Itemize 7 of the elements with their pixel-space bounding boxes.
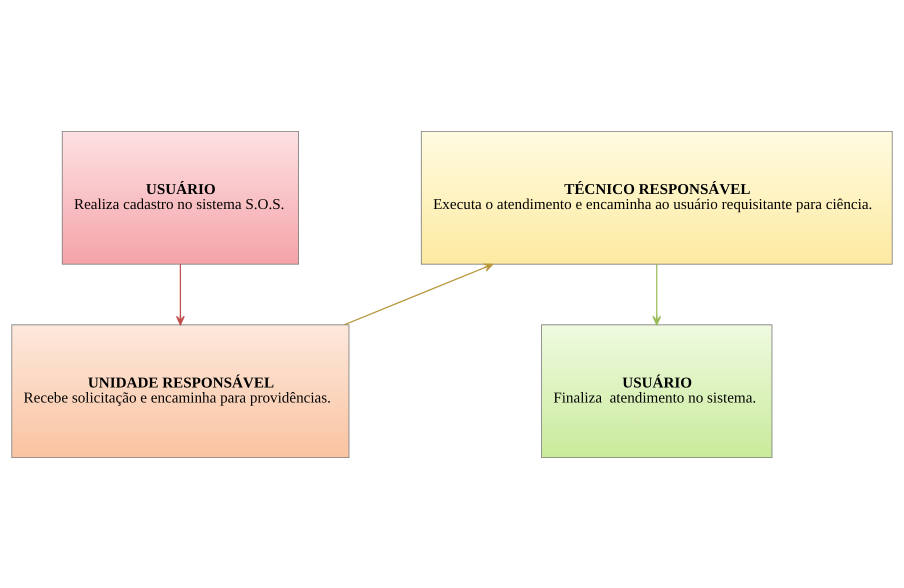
arrow [176,264,185,325]
node-box: TÉCNICO RESPONSÁVEL Executa o atendimento e encaminha ao usuário requisitante para ciência. [420,130,893,264]
arrow [652,264,662,325]
arrow [344,262,494,325]
node-box: USUÁRIO Realiza cadastro no sistema S.O.S. [62,130,299,264]
node-box: USUÁRIO Finaliza atendimento no sistema. [541,324,772,458]
node-box: UNIDADE RESPONSÁVEL Recebe solicitação e encaminha para providências. [11,324,350,458]
